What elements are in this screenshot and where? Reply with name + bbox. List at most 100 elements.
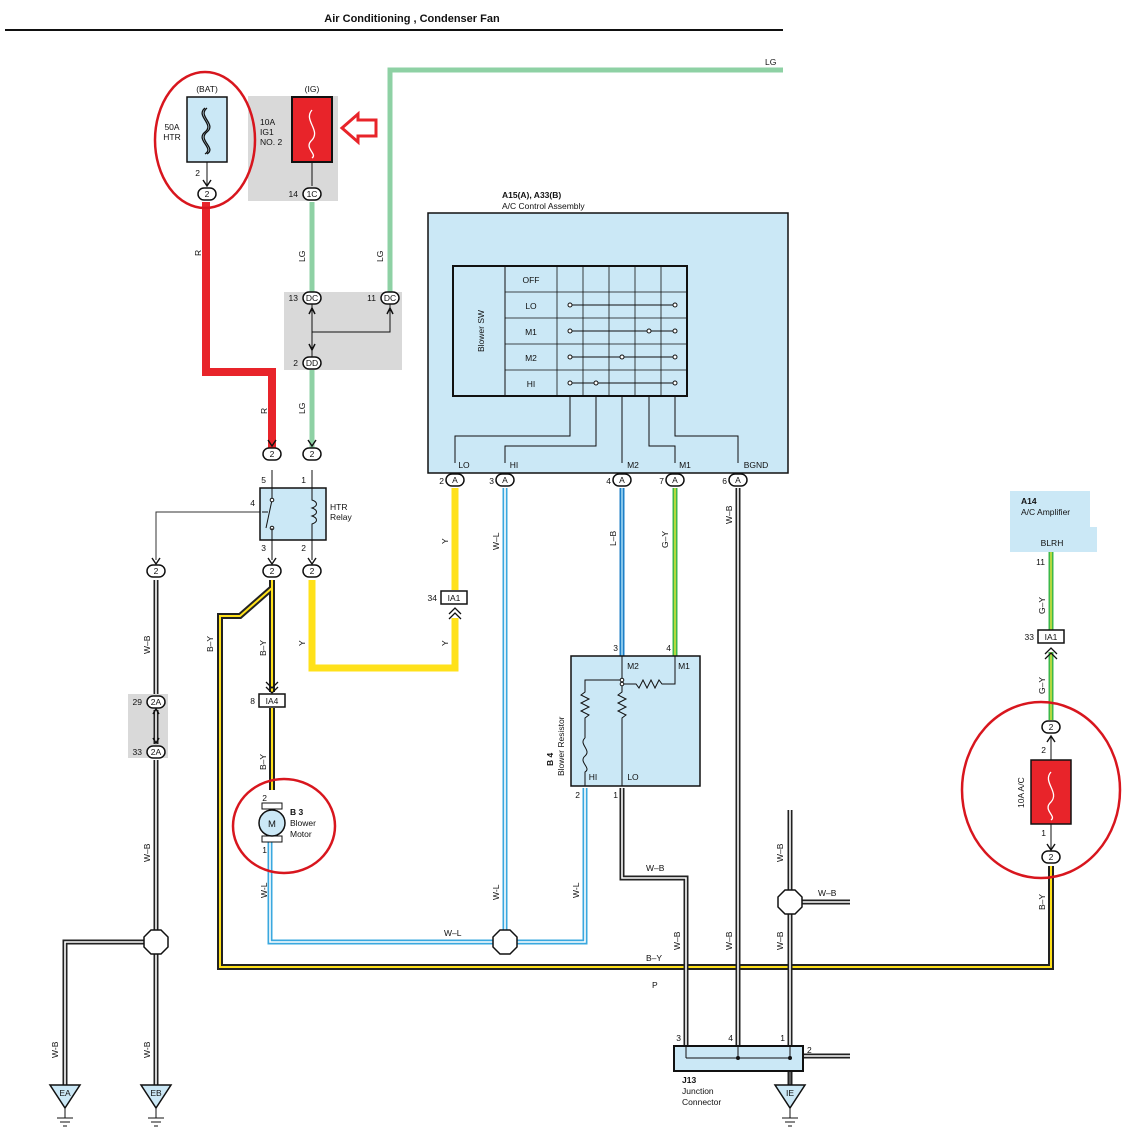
pin-dc-right: 11 [367, 293, 376, 303]
lbl-wl-2: W-L [491, 884, 501, 900]
splice-wb-right [777, 889, 803, 915]
pin-bgnd: 6 [722, 476, 727, 486]
lbl-wb-2: W–B [142, 635, 152, 654]
lbl-wb-9: W–B [775, 843, 785, 862]
pos-off: OFF [523, 275, 540, 285]
j13-name2: Connector [682, 1097, 721, 1107]
pos-lo: LO [525, 301, 537, 311]
ground-ea-label: EA [59, 1088, 71, 1098]
relay-name1: HTR [330, 502, 347, 512]
fuse-10a-ig1: (IG) 10A IG1 NO. 2 14 [260, 84, 333, 199]
lbl-wb-11: W–B [818, 888, 837, 898]
conn-ia4: IA4 [266, 696, 279, 706]
j13-pin1: 1 [780, 1033, 785, 1043]
conn-ia1-right: IA1 [1045, 632, 1058, 642]
ac-fuse-pin-top: 2 [1041, 745, 1046, 755]
junction-dc-shade [284, 292, 402, 370]
lbl-gy-1: G–Y [660, 531, 670, 548]
lbl-lg-2: LG [375, 251, 385, 262]
lbl-y-2: Y [297, 640, 307, 646]
conn-dc-right: DC [384, 293, 396, 303]
amp-code: A14 [1021, 496, 1037, 506]
lbl-lg-3: LG [297, 403, 307, 414]
lbl-wl-3: W-L [259, 882, 269, 898]
pos-hi: HI [527, 379, 536, 389]
res-pin2: 2 [575, 790, 580, 800]
diagram-title: Air Conditioning , Condenser Fan [324, 13, 500, 25]
lbl-lg-1: LG [297, 251, 307, 262]
lbl-wb-10: W–B [775, 931, 785, 950]
amp-terminal: BLRH [1041, 538, 1064, 548]
ac-fuse-pin-bottom: 1 [1041, 828, 1046, 838]
blower-resistor: M2 M1 HI LO 3 4 2 1 B 4 Blower Resistor [545, 643, 701, 800]
conn-ac-top: 2 [1049, 722, 1054, 732]
highlight-circles [153, 70, 1122, 880]
ig-tag: (IG) [305, 84, 320, 94]
conn-relay-4: 2 [154, 566, 159, 576]
res-pin4: 4 [666, 643, 671, 653]
splice-wl [492, 929, 518, 955]
lbl-wb-6: W–B [646, 863, 665, 873]
ig-rating: 10A [260, 117, 275, 127]
wire-wl [267, 488, 588, 945]
highlight-bat-fuse [153, 70, 257, 210]
res-term-lo: LO [627, 772, 639, 782]
lbl-by-3: B–Y [258, 754, 268, 770]
motor-code: B 3 [290, 807, 304, 817]
splice-points [143, 889, 803, 955]
lbl-wl-5: W–L [444, 928, 462, 938]
lbl-y-3: Y [440, 640, 450, 646]
conn-ig: 1C [307, 189, 318, 199]
lbl-r-2: R [259, 408, 269, 414]
conn-relay-3: 2 [270, 566, 275, 576]
term-hi: HI [510, 460, 519, 470]
conn-ia1-left: IA1 [448, 593, 461, 603]
pin-m1: 7 [659, 476, 664, 486]
pin-ia1-left: 34 [428, 593, 438, 603]
pointer-arrow-icon [339, 110, 378, 146]
relay-pin1: 1 [301, 475, 306, 485]
ac-control-name: A/C Control Assembly [502, 201, 585, 211]
motor-name1: Blower [290, 818, 316, 828]
bat-tag: (BAT) [196, 84, 218, 94]
bat-rating: 50A [164, 122, 179, 132]
wire-relay-pin4 [155, 511, 262, 560]
ground-ea: EA [48, 1084, 82, 1127]
relay-pin2: 2 [301, 543, 306, 553]
highlight-blower-motor [231, 777, 337, 875]
motor-symbol: M [268, 819, 276, 830]
lbl-by-4: B–Y [646, 953, 662, 963]
conn-2a-bottom: 2A [151, 747, 162, 757]
ac-control-assembly: A15(A), A33(B) A/C Control Assembly Blow… [427, 190, 789, 486]
pin-lo: 2 [439, 476, 444, 486]
ig-name1: IG1 [260, 127, 274, 137]
blower-sw-label: Blower SW [476, 310, 486, 352]
res-term-m2: M2 [627, 661, 639, 671]
pin-2a-top: 29 [133, 697, 143, 707]
lbl-by-2: B–Y [258, 640, 268, 656]
junction-connector-j13: 3 4 1 2 J13 Junction Connector [673, 1033, 812, 1107]
wire-y [308, 580, 459, 672]
j13-code: J13 [682, 1075, 696, 1085]
lbl-p: P [652, 980, 658, 990]
relay-pin4: 4 [250, 498, 255, 508]
res-term-hi: HI [589, 772, 598, 782]
pin-m2: 4 [606, 476, 611, 486]
conn-relay-1: 2 [310, 449, 315, 459]
lbl-wb-4: W-B [50, 1041, 60, 1058]
conn-dc-left: DC [306, 293, 318, 303]
lbl-wb-1: W–B [724, 505, 734, 524]
lbl-wb-7: W–B [672, 931, 682, 950]
pin-2a-bottom: 33 [133, 747, 143, 757]
lbl-lg-top: LG [765, 57, 776, 67]
ground-eb: EB [139, 1084, 173, 1127]
lbl-wb-3: W–B [142, 843, 152, 862]
fuse-10a-ac: 10A A/C 2 1 [1016, 736, 1072, 850]
pos-m2: M2 [525, 353, 537, 363]
res-term-m1: M1 [678, 661, 690, 671]
lbl-by-5: B–Y [1037, 894, 1047, 910]
flow-arrows [151, 179, 1056, 852]
ac-control-code: A15(A), A33(B) [502, 190, 561, 200]
ground-eb-label: EB [150, 1088, 162, 1098]
